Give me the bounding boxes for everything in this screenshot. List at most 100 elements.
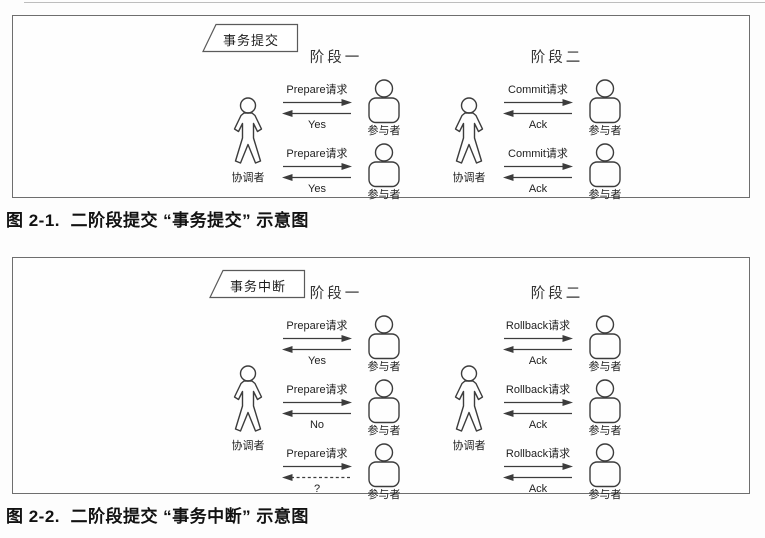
coordinator: 协调者 xyxy=(446,364,492,452)
coordinator: 协调者 xyxy=(225,364,271,452)
request-label: Rollback请求 xyxy=(505,384,571,396)
reply-arrow-icon xyxy=(503,174,572,181)
request-arrow-icon xyxy=(283,163,352,170)
message-arrows: Rollback请求 Ack xyxy=(500,384,576,432)
participant-icon xyxy=(589,443,621,488)
participant: 参与者 xyxy=(581,79,629,137)
message-arrows: Prepare请求 Yes xyxy=(279,148,355,196)
participant-icon xyxy=(589,379,621,424)
message-row: Prepare请求? 参与者 xyxy=(279,443,408,501)
participant: 参与者 xyxy=(581,143,629,201)
message-row: Rollback请求 Ack 参与者 xyxy=(500,379,629,437)
participant-icon xyxy=(368,379,400,424)
message-row: Prepare请求 Yes 参与者 xyxy=(279,143,408,201)
message-row: Commit请求 Ack 参与者 xyxy=(500,143,629,201)
request-arrow-icon xyxy=(283,399,352,406)
reply-label: Ack xyxy=(528,183,548,195)
coordinator-label: 协调者 xyxy=(231,171,265,184)
coordinator: 协调者 xyxy=(446,96,492,184)
participant: 参与者 xyxy=(360,79,408,137)
request-label: Rollback请求 xyxy=(505,448,571,460)
participant-icon xyxy=(368,315,400,360)
participant-icon xyxy=(589,315,621,360)
request-label: Commit请求 xyxy=(508,148,568,160)
coordinator-icon xyxy=(233,96,263,164)
reply-label: Yes xyxy=(308,183,326,195)
reply-label: Ack xyxy=(528,119,548,131)
reply-label: Yes xyxy=(308,355,326,367)
request-arrow-icon xyxy=(504,335,573,342)
participant-label: 参与者 xyxy=(367,189,401,201)
figure-caption: 图 2-2. 二阶段提交 “事务中断” 示意图 xyxy=(6,507,309,526)
participant-label: 参与者 xyxy=(367,425,401,437)
message-arrows: Prepare请求? xyxy=(279,448,355,496)
reply-label: Ack xyxy=(528,419,548,431)
participant-icon xyxy=(368,443,400,488)
reply-label: ? xyxy=(313,483,321,495)
participant-label: 参与者 xyxy=(588,489,622,501)
message-arrows: Rollback请求 Ack xyxy=(500,320,576,368)
participant-label: 参与者 xyxy=(588,125,622,137)
phase-title: 阶段一 xyxy=(309,50,363,66)
message-row: Rollback请求 Ack 参与者 xyxy=(500,443,629,501)
reply-arrow-icon xyxy=(282,110,351,117)
participant-label: 参与者 xyxy=(367,489,401,501)
reply-arrow-icon xyxy=(503,346,572,353)
message-row: Commit请求 Ack 参与者 xyxy=(500,79,629,137)
participant: 参与者 xyxy=(581,443,629,501)
banner-shape-icon xyxy=(209,269,306,299)
request-arrow-icon xyxy=(283,335,352,342)
reply-arrow-icon xyxy=(282,474,351,481)
phase-title: 阶段一 xyxy=(309,286,363,302)
participant-label: 参与者 xyxy=(588,361,622,373)
request-label: Prepare请求 xyxy=(286,448,348,460)
participant-icon xyxy=(368,79,400,124)
request-label: Prepare请求 xyxy=(286,148,348,160)
request-label: Rollback请求 xyxy=(505,320,571,332)
reply-label: Yes xyxy=(308,119,326,131)
reply-label: Ack xyxy=(528,355,548,367)
banner-tag: 事务中断 xyxy=(206,269,306,299)
participant-label: 参与者 xyxy=(367,125,401,137)
message-arrows: Commit请求 Ack xyxy=(500,148,576,196)
reply-arrow-icon xyxy=(503,110,572,117)
request-label: Commit请求 xyxy=(508,84,568,96)
request-arrow-icon xyxy=(504,463,573,470)
participant: 参与者 xyxy=(360,143,408,201)
participant: 参与者 xyxy=(581,379,629,437)
participant-icon xyxy=(589,79,621,124)
reply-arrow-icon xyxy=(282,174,351,181)
reply-label: Ack xyxy=(528,483,548,495)
reply-arrow-icon xyxy=(282,346,351,353)
coordinator-icon xyxy=(454,96,484,164)
participant-label: 参与者 xyxy=(588,425,622,437)
message-row: Rollback请求 Ack 参与者 xyxy=(500,315,629,373)
request-arrow-icon xyxy=(504,99,573,106)
participant: 参与者 xyxy=(360,443,408,501)
reply-label: No xyxy=(309,419,325,431)
participant-icon xyxy=(368,143,400,188)
message-arrows: Rollback请求 Ack xyxy=(500,448,576,496)
page-divider-line xyxy=(24,2,765,3)
figure-caption: 图 2-1. 二阶段提交 “事务提交” 示意图 xyxy=(6,211,309,230)
banner-label: 事务中断 xyxy=(230,279,287,294)
participant-label: 参与者 xyxy=(367,361,401,373)
